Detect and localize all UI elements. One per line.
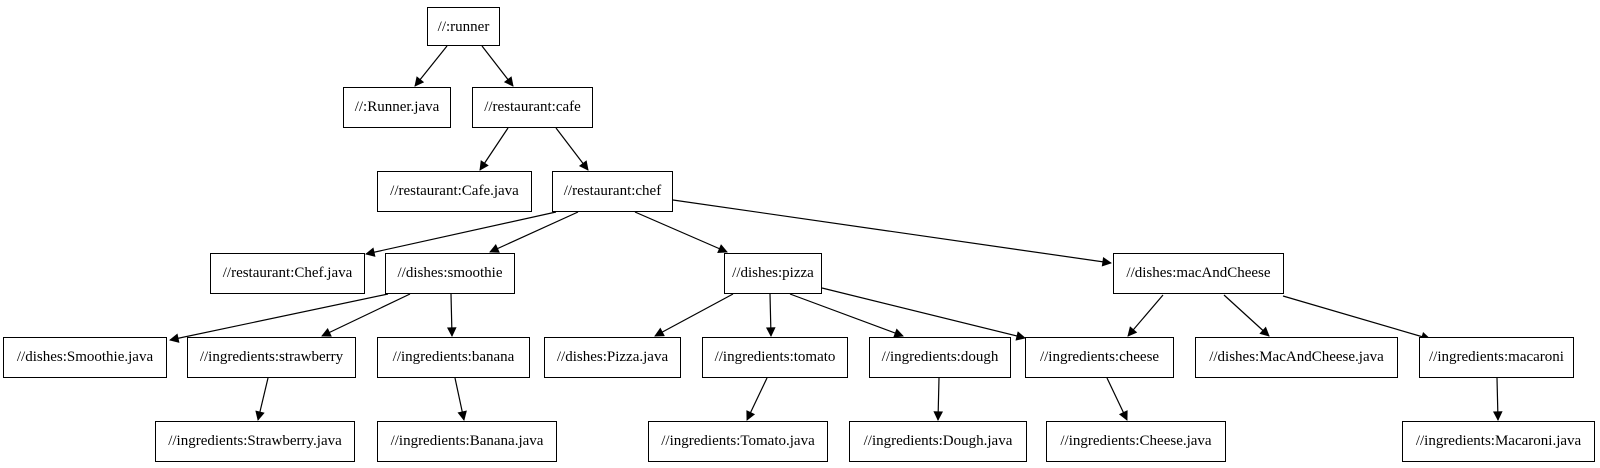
graph-edge-smoothie-to-strawberry: [321, 293, 411, 337]
graph-node-cafe: //restaurant:cafe: [472, 87, 593, 128]
graph-edge-mac-and-cheese-to-macaroni: [1282, 295, 1431, 342]
graph-node-macaroni-java: //ingredients:Macaroni.java: [1402, 421, 1595, 462]
graph-edge-strawberry-to-strawberry-java: [255, 377, 269, 421]
graph-edge-runner-to-cafe: [481, 45, 514, 87]
graph-node-tomato: //ingredients:tomato: [702, 337, 848, 378]
graph-node-cafe-java: //restaurant:Cafe.java: [377, 171, 532, 212]
graph-edge-chef-to-smoothie: [489, 211, 579, 253]
graph-edge-chef-to-pizza: [634, 211, 728, 253]
graph-edge-macaroni-to-macaroni-java: [1492, 377, 1503, 421]
graph-node-runner-java: //:Runner.java: [343, 87, 451, 128]
graph-edge-smoothie-to-banana: [446, 293, 457, 337]
graph-node-runner: //:runner: [427, 7, 500, 46]
graph-edge-pizza-to-tomato: [765, 293, 776, 337]
graph-edge-smoothie-to-smoothie-java: [169, 293, 389, 343]
graph-node-smoothie: //dishes:smoothie: [385, 253, 515, 294]
graph-edge-pizza-to-dough: [789, 293, 904, 338]
graph-edge-dough-to-dough-java: [933, 377, 944, 421]
graph-node-chef-java: //restaurant:Chef.java: [210, 253, 365, 294]
graph-node-dough: //ingredients:dough: [869, 337, 1011, 378]
graph-node-dough-java: //ingredients:Dough.java: [849, 421, 1027, 462]
graph-node-strawberry: //ingredients:strawberry: [187, 337, 356, 378]
graph-edge-pizza-to-pizza-java: [654, 293, 734, 337]
graph-node-smoothie-java: //dishes:Smoothie.java: [3, 337, 167, 378]
graph-node-macaroni: //ingredients:macaroni: [1419, 337, 1574, 378]
graph-node-tomato-java: //ingredients:Tomato.java: [648, 421, 828, 462]
graph-node-mac-and-cheese: //dishes:macAndCheese: [1113, 253, 1284, 294]
graph-edge-chef-to-mac-and-cheese: [672, 199, 1112, 267]
graph-node-cheese: //ingredients:cheese: [1025, 337, 1174, 378]
graph-edge-runner-to-runner-java: [414, 45, 448, 87]
graph-edge-mac-and-cheese-to-cheese: [1127, 294, 1164, 337]
graph-edge-mac-and-cheese-to-mac-and-cheese-java: [1223, 294, 1270, 337]
graph-edge-cafe-to-chef: [555, 127, 589, 171]
graph-node-banana-java: //ingredients:Banana.java: [377, 421, 557, 462]
graph-edge-cheese-to-cheese-java: [1106, 377, 1128, 421]
graph-node-pizza-java: //dishes:Pizza.java: [544, 337, 681, 378]
graph-node-banana: //ingredients:banana: [377, 337, 530, 378]
graph-node-strawberry-java: //ingredients:Strawberry.java: [155, 421, 355, 462]
graph-node-pizza: //dishes:pizza: [724, 253, 822, 294]
graph-edge-cafe-to-cafe-java: [479, 127, 509, 171]
graph-edge-tomato-to-tomato-java: [746, 377, 768, 421]
graph-node-chef: //restaurant:chef: [552, 171, 673, 212]
graph-node-mac-and-cheese-java: //dishes:MacAndCheese.java: [1195, 337, 1398, 378]
graph-edge-banana-to-banana-java: [454, 377, 467, 421]
graph-edge-chef-to-chef-java: [365, 211, 557, 257]
graph-edge-pizza-to-cheese: [821, 287, 1026, 341]
graph-node-cheese-java: //ingredients:Cheese.java: [1046, 421, 1226, 462]
